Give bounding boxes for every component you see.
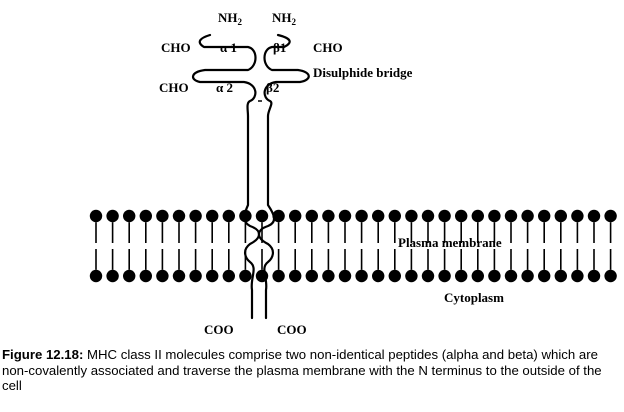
lipid-head-inner — [206, 269, 219, 283]
lipid-head-inner — [222, 269, 235, 283]
lipid-head-outer — [338, 209, 352, 223]
lipid-head-inner — [123, 269, 136, 283]
lipid-head-inner — [504, 269, 518, 283]
lipid-head-inner — [421, 269, 435, 283]
lipid-head-outer — [106, 209, 119, 223]
lipid-head-outer — [521, 209, 534, 223]
lipid-head-outer — [322, 209, 335, 223]
alpha-chain — [192, 33, 261, 320]
lipid-head-inner — [89, 269, 103, 283]
beta-c-terminus-label: COO — [277, 322, 307, 337]
lipid-head-outer — [372, 209, 385, 223]
lipid-head-outer — [554, 209, 567, 223]
lipid-head-outer — [156, 209, 169, 223]
beta-chain-path — [257, 33, 310, 320]
lipid-head-inner — [156, 269, 169, 283]
lipid-head-outer — [89, 209, 103, 223]
lipid-head-inner — [554, 269, 567, 283]
lipid-head-inner — [139, 269, 152, 283]
lipid-head-outer — [272, 209, 285, 223]
figure-number: Figure 12.18: — [2, 347, 84, 362]
lipid-head-inner — [455, 269, 468, 283]
plasma-membrane-label: Plasma membrane — [398, 235, 502, 250]
cytoplasm-label: Cytoplasm — [444, 290, 504, 305]
alpha-c-terminus-label: COO — [204, 322, 234, 337]
lipid-head-outer — [538, 209, 551, 223]
beta2-domain-label: β2 — [266, 80, 279, 95]
lipid-head-inner — [488, 269, 501, 283]
cho-beta1-label: CHO — [313, 40, 343, 55]
lipid-head-outer — [455, 209, 468, 223]
lipid-head-outer — [504, 209, 518, 223]
lipid-head-inner — [388, 269, 401, 283]
cho-alpha2-label: CHO — [159, 80, 189, 95]
beta-n-terminus-label: NH2 — [272, 10, 297, 27]
beta1-domain-label: β1 — [273, 40, 286, 55]
lipid-head-inner — [272, 269, 285, 283]
lipid-head-outer — [488, 209, 501, 223]
alpha1-domain-label: α 1 — [220, 40, 237, 55]
lipid-head-inner — [239, 269, 252, 283]
lipid-head-outer — [255, 209, 269, 223]
lipid-head-inner — [355, 269, 368, 283]
figure-caption: Figure 12.18: MHC class II molecules com… — [2, 347, 620, 394]
lipid-head-outer — [587, 209, 601, 223]
plasma-membrane-bilayer — [89, 209, 617, 283]
lipid-head-inner — [189, 269, 202, 283]
lipid-head-outer — [172, 209, 186, 223]
lipid-head-outer — [438, 209, 451, 223]
alpha-chain-path — [192, 33, 261, 320]
beta-chain — [257, 33, 310, 320]
lipid-head-inner — [538, 269, 551, 283]
lipid-head-inner — [106, 269, 119, 283]
lipid-head-outer — [305, 209, 318, 223]
mhc-class-ii-diagram: NH2 NH2 α 1 β1 α 2 β2 CHO CHO CHO Disulp… — [89, 10, 617, 337]
lipid-head-inner — [289, 269, 302, 283]
lipid-head-outer — [421, 209, 435, 223]
lipid-head-inner — [172, 269, 186, 283]
lipid-head-outer — [571, 209, 584, 223]
lipid-head-outer — [189, 209, 202, 223]
caption-text: MHC class II molecules comprise two non-… — [2, 347, 602, 394]
lipid-head-outer — [289, 209, 302, 223]
lipid-head-inner — [521, 269, 534, 283]
lipid-head-inner — [305, 269, 318, 283]
lipid-head-inner — [338, 269, 352, 283]
lipid-head-outer — [222, 209, 235, 223]
lipid-head-inner — [571, 269, 584, 283]
lipid-head-inner — [604, 269, 617, 283]
alpha-n-terminus-label: NH2 — [218, 10, 243, 27]
lipid-head-inner — [471, 269, 484, 283]
lipid-head-outer — [123, 209, 136, 223]
lipid-head-inner — [587, 269, 601, 283]
lipid-head-outer — [405, 209, 418, 223]
lipid-head-outer — [139, 209, 152, 223]
lipid-head-outer — [388, 209, 401, 223]
alpha2-domain-label: α 2 — [216, 80, 233, 95]
lipid-head-outer — [355, 209, 368, 223]
lipid-head-outer — [604, 209, 617, 223]
cho-alpha1-label: CHO — [161, 40, 191, 55]
disulphide-bridge-label: Disulphide bridge — [313, 65, 413, 80]
lipid-head-inner — [322, 269, 335, 283]
lipid-head-inner — [372, 269, 385, 283]
lipid-head-outer — [471, 209, 484, 223]
lipid-head-inner — [438, 269, 451, 283]
lipid-head-outer — [206, 209, 219, 223]
lipid-head-inner — [405, 269, 418, 283]
